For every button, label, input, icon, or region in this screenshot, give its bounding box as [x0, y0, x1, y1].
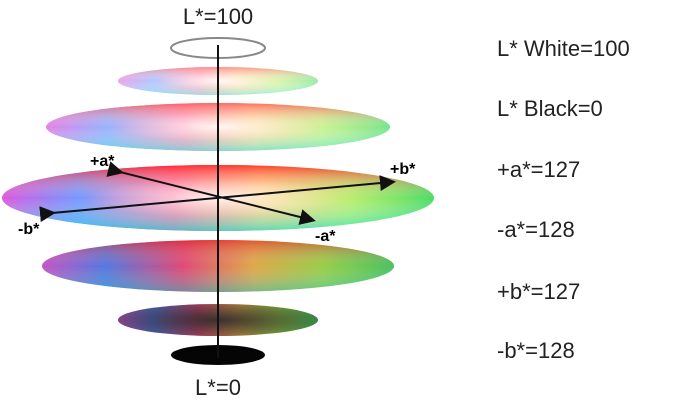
- legend-line: L* White=100: [497, 36, 630, 61]
- legend-line: +a*=127: [497, 157, 580, 182]
- legend-line: -b*=128: [497, 338, 575, 363]
- label-minus-a: -a*: [315, 228, 336, 245]
- axes: [39, 45, 396, 358]
- b-axis: [39, 175, 396, 223]
- bottom-label: L*=0: [195, 375, 241, 400]
- label-plus-a: +a*: [90, 153, 115, 170]
- top-label: L*=100: [183, 4, 253, 29]
- legend-line: -a*=128: [497, 217, 575, 242]
- legend: L* White=100 L* Black=0 +a*=127 -a*=128 …: [497, 36, 630, 363]
- label-minus-b: -b*: [18, 221, 40, 238]
- legend-line: +b*=127: [497, 279, 580, 304]
- legend-line: L* Black=0: [497, 96, 603, 121]
- label-plus-b: +b*: [390, 161, 416, 178]
